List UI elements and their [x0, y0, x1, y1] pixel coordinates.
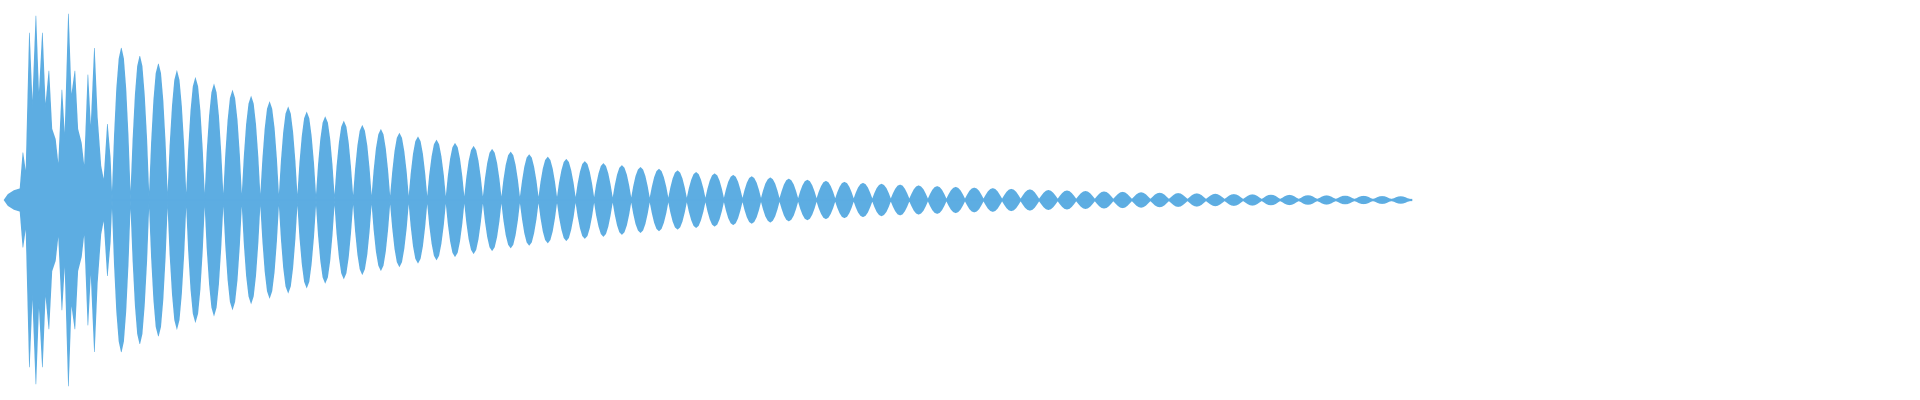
waveform-view [3, 13, 1413, 387]
audio-waveform [3, 13, 1413, 387]
